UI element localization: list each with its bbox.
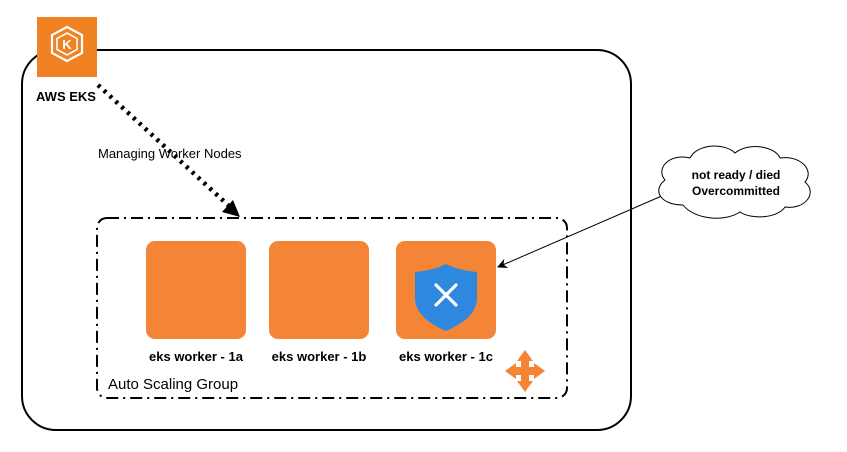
callout-line-1: not ready / died xyxy=(692,168,781,182)
worker-label-1c: eks worker - 1c xyxy=(399,349,493,364)
connector-arrowhead-icon xyxy=(222,200,240,217)
asg-label: Auto Scaling Group xyxy=(108,376,238,393)
callout-connector xyxy=(497,194,665,269)
connector-label: Managing Worker Nodes xyxy=(98,146,242,161)
auto-scaling-group-boundary xyxy=(96,217,568,399)
aws-eks-node: K AWS EKS xyxy=(36,17,97,104)
shield-x-icon xyxy=(415,264,477,331)
worker-node-1b[interactable] xyxy=(269,241,369,339)
eks-cluster-boundary xyxy=(21,49,632,431)
svg-text:K: K xyxy=(62,37,72,52)
status-cloud-callout: not ready / died Overcommitted xyxy=(658,145,811,219)
worker-node-1a[interactable] xyxy=(146,241,246,339)
eks-label: AWS EKS xyxy=(36,89,96,104)
managing-connector xyxy=(96,83,231,208)
auto-scaling-arrows-icon xyxy=(505,350,545,392)
worker-node-1c[interactable] xyxy=(396,241,496,339)
callout-line-2: Overcommitted xyxy=(692,184,780,198)
worker-label-1a: eks worker - 1a xyxy=(149,349,244,364)
worker-label-1b: eks worker - 1b xyxy=(272,349,367,364)
